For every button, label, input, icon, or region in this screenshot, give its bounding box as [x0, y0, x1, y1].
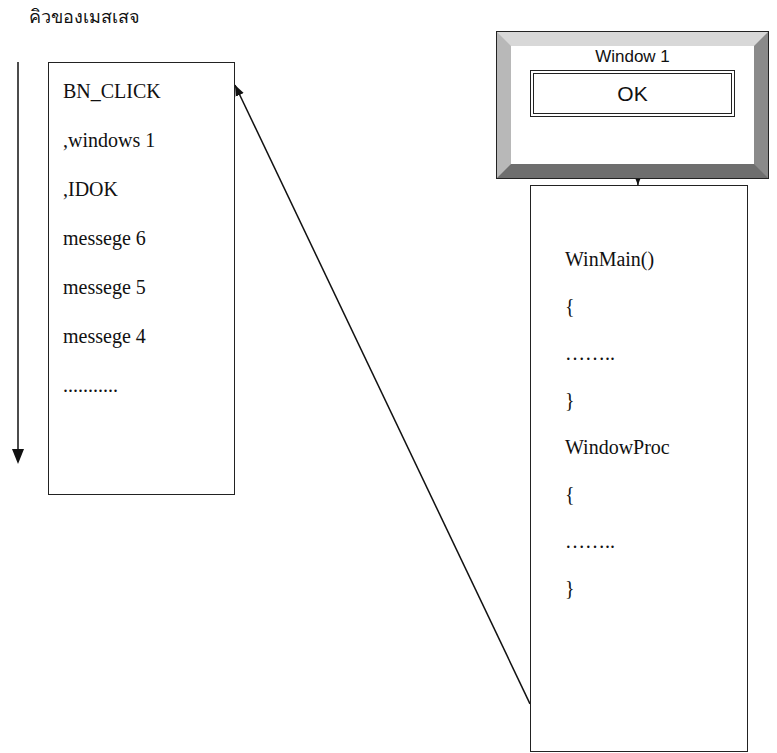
node-text: } — [565, 565, 747, 612]
queue-direction-arrow — [12, 62, 24, 464]
node-text: messege 6 — [63, 214, 234, 263]
node-text: BN_CLICK — [63, 67, 234, 116]
node-text: ,windows 1 — [63, 116, 234, 165]
node-text: …….. — [565, 330, 747, 377]
node-text: messege 4 — [63, 312, 234, 361]
code-box: WinMain(){……..}WindowProc{……..} — [530, 185, 748, 752]
node-text: messege 5 — [63, 263, 234, 312]
node-text: WinMain() — [565, 236, 747, 283]
node-text: } — [565, 377, 747, 424]
node-text: ........... — [63, 361, 234, 410]
node-text: OK — [617, 82, 647, 106]
connector-arrow — [235, 85, 530, 704]
node-text: { — [565, 471, 747, 518]
ok-button: OK — [530, 70, 735, 117]
window-frame: Window 1 OK — [497, 32, 768, 178]
message-queue: คิวของเมสเสจBN_CLICK,windows 1,IDOKmesse… — [48, 62, 235, 495]
node-text: WindowProc — [565, 424, 747, 471]
node-text: ,IDOK — [63, 165, 234, 214]
connector-arrow — [637, 178, 639, 185]
node-text: { — [565, 283, 747, 330]
node-text: Window 1 — [511, 46, 754, 67]
queue-heading: คิวของเมสเสจ — [29, 5, 140, 29]
node-text: …….. — [565, 518, 747, 565]
